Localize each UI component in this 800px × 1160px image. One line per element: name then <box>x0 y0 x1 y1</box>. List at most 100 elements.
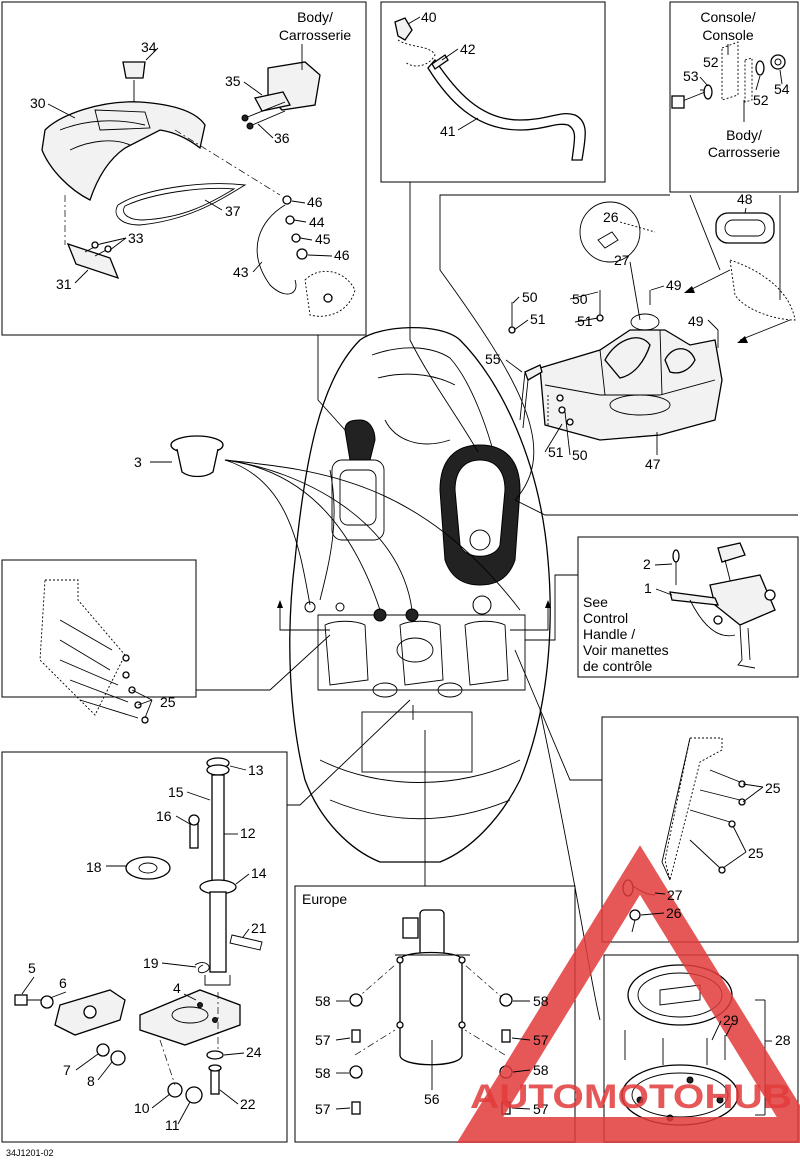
console-label: Console/ Console <box>700 9 756 55</box>
callout-14: 14 <box>251 865 267 881</box>
svg-text:Carrosserie: Carrosserie <box>279 27 352 43</box>
svg-text:de contrôle: de contrôle <box>583 658 652 674</box>
callout-49a: 49 <box>666 277 682 293</box>
europe-label: Europe <box>302 891 347 907</box>
box-left-panel <box>1 559 197 698</box>
body-label-top-right: Body/ Carrosserie <box>708 100 781 160</box>
callout-50a: 50 <box>522 289 538 305</box>
callout-57c: 57 <box>315 1101 331 1117</box>
callout-49b: 49 <box>688 313 704 329</box>
callout-46a: 46 <box>307 194 323 210</box>
callout-58c: 58 <box>315 1065 331 1081</box>
callout-31: 31 <box>56 276 72 292</box>
callout-33: 33 <box>128 230 144 246</box>
callout-11: 11 <box>165 1117 180 1133</box>
right-side-panel <box>622 737 746 933</box>
callout-51b: 51 <box>577 313 593 329</box>
body-label-top-left: Body/ Carrosserie <box>279 9 352 70</box>
watermark-logo <box>456 845 800 1143</box>
box-control-handle <box>577 536 799 678</box>
svg-text:Handle /: Handle / <box>583 626 635 642</box>
callout-18: 18 <box>86 859 102 875</box>
callout-3: 3 <box>134 454 142 470</box>
diagram-code: 34J1201-02 <box>6 1148 54 1158</box>
callout-25a: 25 <box>160 694 176 710</box>
callout-52b: 52 <box>753 92 769 108</box>
leader-lines <box>196 182 798 1021</box>
callout-58b: 58 <box>533 993 549 1009</box>
callout-2: 2 <box>643 556 651 572</box>
callout-27a: 27 <box>614 252 630 268</box>
svg-text:Console/: Console/ <box>700 9 755 25</box>
console-housing <box>508 194 796 441</box>
callout-34: 34 <box>141 39 157 55</box>
callout-42: 42 <box>460 41 476 57</box>
callout-12: 12 <box>240 825 256 841</box>
callout-5: 5 <box>28 960 36 976</box>
callout-41: 41 <box>440 123 456 139</box>
callout-57a: 57 <box>315 1032 331 1048</box>
seat-assembly <box>41 61 356 317</box>
svg-text:Carrosserie: Carrosserie <box>708 144 781 160</box>
callout-44: 44 <box>309 214 325 230</box>
watermark-text: AUTOMOTOHUB <box>470 1078 792 1116</box>
callout-15: 15 <box>168 784 184 800</box>
callout-6: 6 <box>59 975 67 991</box>
callout-30: 30 <box>30 95 46 111</box>
callout-45: 45 <box>315 231 331 247</box>
callout-13: 13 <box>248 762 264 778</box>
callout-10: 10 <box>134 1100 150 1116</box>
callout-53: 53 <box>683 68 699 84</box>
box-right-panel <box>601 716 799 943</box>
callout-25c: 25 <box>748 845 764 861</box>
callout-22: 22 <box>240 1096 256 1112</box>
callout-21: 21 <box>251 920 267 936</box>
svg-text:Console: Console <box>702 27 754 43</box>
callout-4: 4 <box>173 980 181 996</box>
callout-50c: 50 <box>572 447 588 463</box>
callout-48: 48 <box>737 191 753 207</box>
callout-8: 8 <box>87 1073 95 1089</box>
cup-holder-part <box>150 435 224 478</box>
callout-29: 29 <box>723 1012 739 1028</box>
callout-40: 40 <box>421 9 437 25</box>
callout-43: 43 <box>233 264 249 280</box>
callout-19: 19 <box>143 955 159 971</box>
svg-text:Body/: Body/ <box>726 127 762 143</box>
box-hose <box>380 1 606 183</box>
steering-column <box>14 757 263 1104</box>
callout-27b: 27 <box>667 887 683 903</box>
callout-16: 16 <box>156 808 172 824</box>
callout-47: 47 <box>645 456 661 472</box>
box-console-body <box>669 1 799 193</box>
callout-26a: 26 <box>603 209 619 225</box>
svg-text:Control: Control <box>583 610 628 626</box>
control-handle <box>669 542 776 669</box>
callout-28: 28 <box>775 1032 791 1048</box>
callout-35: 35 <box>225 73 241 89</box>
callout-36: 36 <box>274 130 290 146</box>
callout-1: 1 <box>644 580 652 596</box>
callout-leaders <box>21 16 783 1125</box>
callout-50b: 50 <box>572 291 588 307</box>
callout-58a: 58 <box>315 993 331 1009</box>
console-fastener-stack <box>671 41 786 109</box>
callout-58d: 58 <box>533 1062 549 1078</box>
hose-assembly <box>394 17 586 161</box>
box-steering-column <box>1 751 288 1143</box>
callout-labels: 34 30 35 36 37 46 44 45 46 33 31 43 40 4… <box>28 9 791 1133</box>
callout-37: 37 <box>225 203 241 219</box>
callout-51a: 51 <box>530 311 546 327</box>
svg-text:Body/: Body/ <box>297 9 333 25</box>
box-europe <box>294 885 576 1143</box>
callout-57b: 57 <box>533 1032 549 1048</box>
watercraft-hull <box>277 326 551 863</box>
box-seat-assembly <box>1 1 367 336</box>
left-side-panel <box>39 579 149 724</box>
callout-54: 54 <box>774 81 790 97</box>
callout-55: 55 <box>485 351 501 367</box>
callout-46b: 46 <box>334 247 350 263</box>
callout-57d: 57 <box>533 1101 549 1117</box>
callout-7: 7 <box>63 1062 71 1078</box>
